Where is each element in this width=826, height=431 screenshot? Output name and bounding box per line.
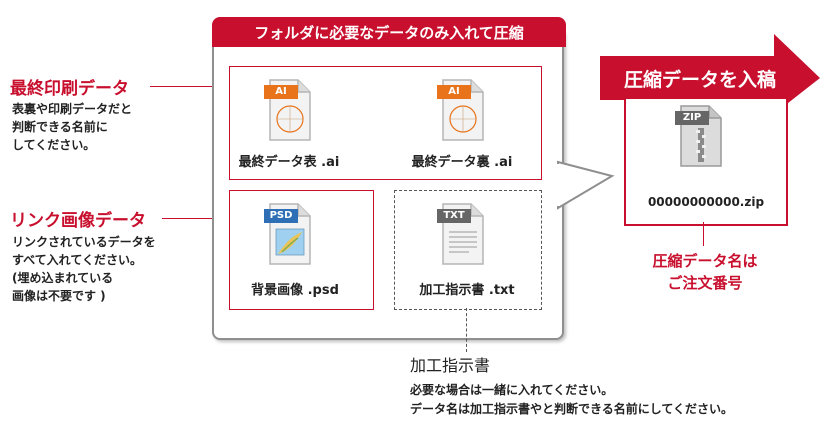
ai-badge: AI [264,85,298,99]
print-data-desc-2: 判断できる名前に [12,120,108,134]
panel-title: フォルダに必要なデータのみ入れて圧縮 [212,17,566,47]
instruction-desc-2: データ名は加工指示書やと判断できる名前にしてください。 [410,402,734,416]
print-data-desc-1: 表裏や印刷データだと [12,102,133,116]
zip-note-line-1: 圧縮データ名は [652,252,758,270]
file-label-txt: 加工指示書 .txt [419,283,515,298]
link-data-title: リンク画像データ [10,211,146,231]
upload-arrow [600,34,820,114]
link-data-group [229,190,374,310]
file-label-back: 最終データ裏 .ai [411,155,513,170]
print-data-title: 最終印刷データ [10,79,129,99]
ai-file-icon-front[interactable]: AI [264,78,314,142]
file-label-bg: 背景画像 .psd [251,283,339,298]
link-data-desc-2: すべて入れてください。 [12,253,142,267]
zip-note-connector [703,222,704,246]
zip-note-line-2: ご注文番号 [667,274,743,292]
instruction-desc-1: 必要な場合は一緒に入れてください。 [410,383,614,397]
txt-file-icon[interactable]: TXT [437,202,487,266]
zip-file-icon[interactable]: ZIP [675,104,725,168]
txt-badge: TXT [437,209,471,223]
link-data-desc-4: 画像は不要です ) [12,289,106,303]
upload-arrow-label: 圧縮データを入稿 [623,68,776,91]
link-data-desc-1: リンクされているデータを [12,235,156,249]
psd-file-icon[interactable]: PSD [264,202,314,266]
zip-filename: 00000000000.zip [647,195,765,209]
ai-file-icon-back[interactable]: AI [437,78,487,142]
instruction-connector [466,308,467,352]
zip-badge: ZIP [675,111,709,125]
instruction-title: 加工指示書 [410,356,491,375]
panel-pointer [556,160,615,210]
file-label-front: 最終データ表 .ai [238,155,340,170]
print-data-desc-3: してください。 [12,138,96,152]
link-data-connector [162,218,212,219]
psd-badge: PSD [264,209,298,223]
instruction-group [394,190,542,310]
ai-badge: AI [437,85,471,99]
print-data-connector [150,86,212,87]
link-data-desc-3: (埋め込まれている [12,271,114,285]
print-data-group [229,66,542,180]
